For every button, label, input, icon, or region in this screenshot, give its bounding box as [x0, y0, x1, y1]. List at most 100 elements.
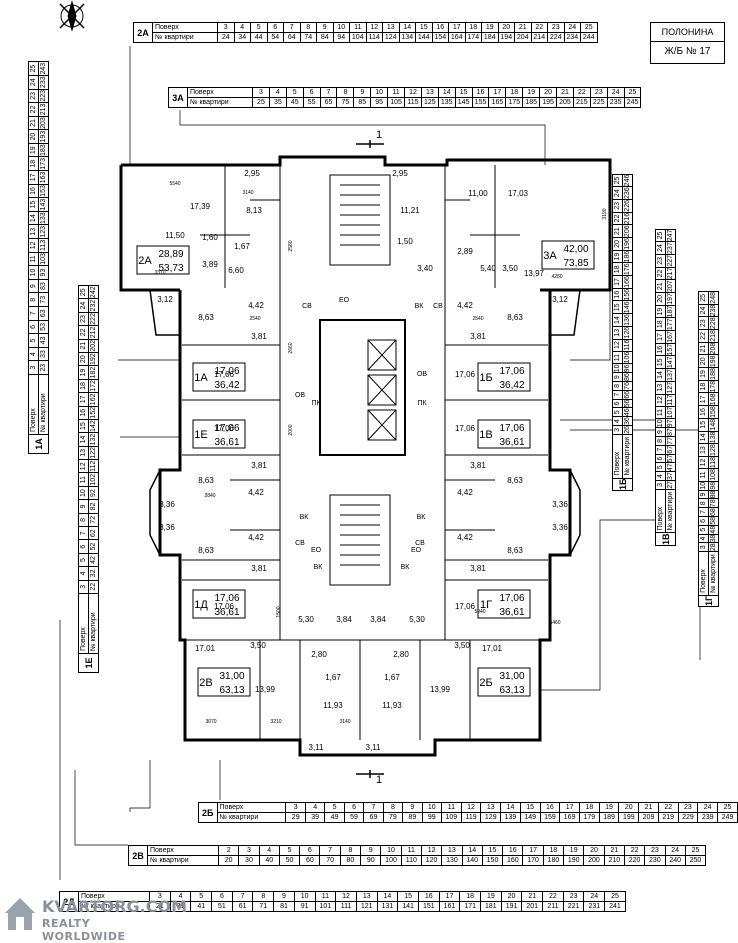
floor-cell: 19	[563, 845, 585, 856]
room-area: 1,67	[325, 673, 341, 682]
floor-cell: 7	[283, 22, 301, 33]
floor-cell: 17	[698, 393, 709, 406]
apt-number-cell: 172	[88, 379, 99, 393]
floor-cell: 9	[353, 87, 372, 98]
apt-number-cell: 221	[562, 901, 585, 912]
floor-cell: 21	[603, 845, 625, 856]
apt-number-cell: 248	[708, 291, 719, 305]
room-area: 1,50	[397, 237, 413, 246]
floor-cell: 16	[28, 183, 39, 198]
apt-number-cell: 176	[622, 263, 633, 276]
apt-number-cell: 100	[380, 855, 402, 866]
apt-number-cell: 131	[376, 901, 399, 912]
room-area: 4,42	[248, 301, 264, 310]
apt-number-cell: 73	[38, 292, 49, 307]
apt-number-cell: 39	[304, 812, 326, 823]
floor-cell: 19	[655, 305, 666, 318]
apt-label: № квартири	[88, 593, 99, 654]
floor-cell: 25	[78, 285, 89, 300]
room-area: 3,81	[470, 332, 486, 341]
room-area: 2,95	[244, 169, 260, 178]
apt-number-cell: 159	[539, 812, 561, 823]
floor-cell: 7	[319, 87, 338, 98]
floor-label: Поверх	[612, 434, 623, 479]
apt-number-cell: 34	[233, 32, 251, 43]
room-area: 8,63	[198, 476, 214, 485]
floor-cell: 3	[285, 802, 306, 813]
apt-number-cell: 67	[665, 445, 676, 455]
apt-number-cell: 71	[252, 901, 275, 912]
apt-number-cell: 185	[522, 97, 541, 108]
apt-number-cell: 249	[717, 812, 738, 823]
apt-number-cell: 41	[190, 901, 213, 912]
floor-cell: 23	[562, 891, 585, 902]
apt-number-cell: 225	[589, 97, 608, 108]
floor-cell: 16	[431, 22, 449, 33]
room-area: 3,11	[366, 743, 382, 752]
floor-cell: 5	[324, 802, 345, 813]
apt-number-cell: 195	[539, 97, 558, 108]
watermark-line1: KVARTORG.COM	[42, 897, 187, 916]
apt-number-cell: 53	[38, 319, 49, 334]
room-code-label: ВК	[401, 564, 411, 571]
room-code-label: СВ	[302, 303, 312, 310]
floor-cell: 24	[698, 304, 709, 317]
apt-number-cell: 145	[454, 97, 473, 108]
room-area: 3,40	[417, 264, 433, 273]
apt-number-cell: 183	[38, 143, 49, 157]
floor-cell: 4	[304, 802, 326, 813]
floor-cell: 20	[655, 292, 666, 306]
apt-number-cell: 94	[332, 32, 350, 43]
floor-cell: 14	[28, 211, 39, 225]
room-area: 3,81	[470, 461, 486, 470]
apt-number-cell: 230	[644, 855, 666, 866]
room-area: 3,36	[159, 500, 175, 509]
apt-number-cell: 65	[319, 97, 338, 108]
apt-number-cell: 51	[211, 901, 233, 912]
apt-number-cell: 54	[266, 32, 284, 43]
apt-number-cell: 184	[481, 32, 499, 43]
room-area: 4,42	[457, 301, 473, 310]
apt-number-cell: 42	[88, 553, 99, 567]
floor-cell: 3	[655, 480, 666, 490]
floor-label: Поверх	[28, 374, 39, 435]
apartment-code: 2Б	[479, 677, 492, 689]
project-name-box: ПОЛОНИНА Ж/Б № 17	[650, 22, 725, 64]
apt-number-cell: 148	[708, 418, 719, 432]
room-area: 3,81	[251, 564, 267, 573]
apt-number-cell: 223	[38, 88, 49, 103]
floor-cell: 7	[28, 306, 39, 320]
floor-cell: 25	[612, 174, 623, 187]
floor-cell: 20	[78, 352, 89, 367]
floor-cell: 4	[698, 534, 709, 543]
floor-cell: 10	[370, 87, 389, 98]
floor-cell: 14	[437, 87, 456, 98]
floor-cell: 10	[612, 364, 623, 373]
apartment-code: 1Е	[194, 429, 207, 441]
room-code-label: СВ	[295, 540, 305, 547]
apt-number-cell: 107	[665, 406, 676, 419]
floor-cell: 7	[612, 390, 623, 400]
table-section-code: 2A	[133, 22, 153, 43]
floor-cell: 15	[28, 197, 39, 212]
room-area: 17,06	[214, 370, 235, 379]
floor-cell: 10	[698, 481, 709, 491]
floor-cell: 15	[698, 418, 709, 432]
apt-label: № квартири	[147, 855, 219, 866]
dimension-label: 5540	[169, 181, 180, 187]
floor-cell: 13	[612, 326, 623, 340]
apt-number-cell: 198	[708, 354, 719, 368]
apt-number-cell: 197	[665, 292, 676, 306]
apt-number-cell: 238	[708, 304, 719, 317]
floor-cell: 20	[618, 802, 640, 813]
floor-cell: 3	[78, 580, 89, 594]
floor-cell: 19	[480, 891, 502, 902]
apartment-label-box	[477, 419, 531, 449]
room-area: 11,93	[382, 701, 402, 710]
floor-cell: 25	[684, 845, 707, 856]
floor-cell: 22	[657, 802, 679, 813]
floor-cell: 18	[698, 380, 709, 393]
